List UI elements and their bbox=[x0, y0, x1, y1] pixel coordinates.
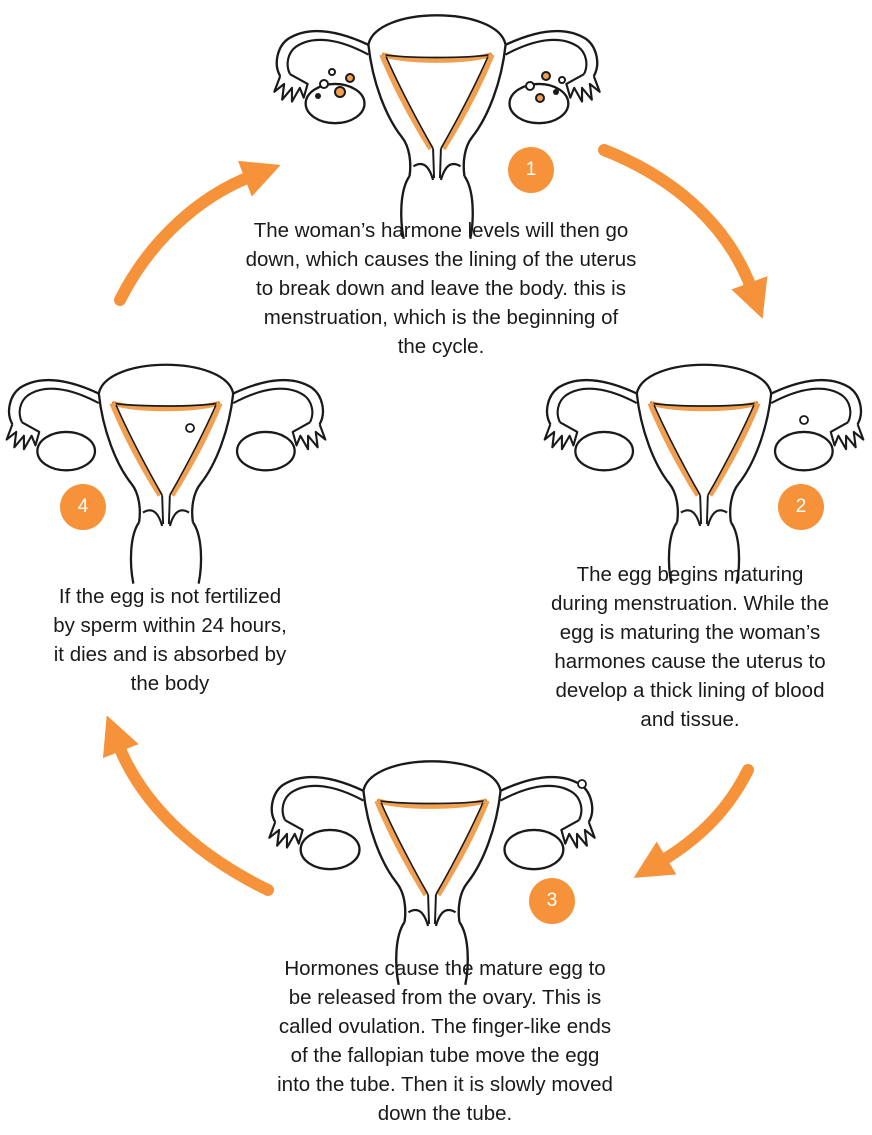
step-2-badge: 2 bbox=[778, 484, 824, 530]
uterus-illustration-stage-1 bbox=[274, 15, 599, 238]
cycle-arrow-4-to-1 bbox=[120, 176, 252, 300]
caption-line: develop a thick lining of blood bbox=[551, 676, 829, 705]
caption-line: called ovulation. The finger-like ends bbox=[277, 1012, 613, 1041]
caption-line: The woman’s harmone levels will then go bbox=[246, 216, 637, 245]
maturing-egg bbox=[800, 416, 808, 424]
cycle-arrow-3-to-4 bbox=[118, 744, 268, 890]
step-1-badge: 1 bbox=[508, 147, 554, 193]
caption-line: down the tube. bbox=[277, 1099, 613, 1128]
step-4-caption: If the egg is not fertilized by sperm wi… bbox=[53, 582, 287, 698]
caption-line: by sperm within 24 hours, bbox=[53, 611, 287, 640]
step-1-caption: The woman’s harmone levels will then go … bbox=[246, 216, 637, 361]
caption-line: into the tube. Then it is slowly moved bbox=[277, 1070, 613, 1099]
uterus-illustration-stage-4 bbox=[7, 365, 326, 584]
caption-line: it dies and is absorbed by bbox=[53, 640, 287, 669]
caption-line: egg is maturing the woman’s bbox=[551, 618, 829, 647]
caption-line: during menstruation. While the bbox=[551, 589, 829, 618]
unfertilized-egg bbox=[186, 424, 194, 432]
cycle-arrow-2-to-3 bbox=[660, 770, 748, 862]
caption-line: to break down and leave the body. this i… bbox=[246, 274, 637, 303]
step-3-caption: Hormones cause the mature egg to be rele… bbox=[277, 954, 613, 1128]
step-4-badge: 4 bbox=[60, 484, 106, 530]
caption-line: down, which causes the lining of the ute… bbox=[246, 245, 637, 274]
caption-line: The egg begins maturing bbox=[551, 560, 829, 589]
caption-line: and tissue. bbox=[551, 705, 829, 734]
caption-line: harmones cause the uterus to bbox=[551, 647, 829, 676]
step-3-badge: 3 bbox=[529, 878, 575, 924]
caption-line: If the egg is not fertilized bbox=[53, 582, 287, 611]
uterus-illustration-stage-3 bbox=[269, 761, 594, 984]
caption-line: Hormones cause the mature egg to bbox=[277, 954, 613, 983]
uterus-illustration-stage-2 bbox=[545, 365, 864, 584]
caption-line: menstruation, which is the beginning of bbox=[246, 303, 637, 332]
caption-line: of the fallopian tube move the egg bbox=[277, 1041, 613, 1070]
step-2-caption: The egg begins maturing during menstruat… bbox=[551, 560, 829, 734]
caption-line: the body bbox=[53, 669, 287, 698]
caption-line: be released from the ovary. This is bbox=[277, 983, 613, 1012]
released-egg bbox=[578, 780, 586, 788]
caption-line: the cycle. bbox=[246, 332, 637, 361]
